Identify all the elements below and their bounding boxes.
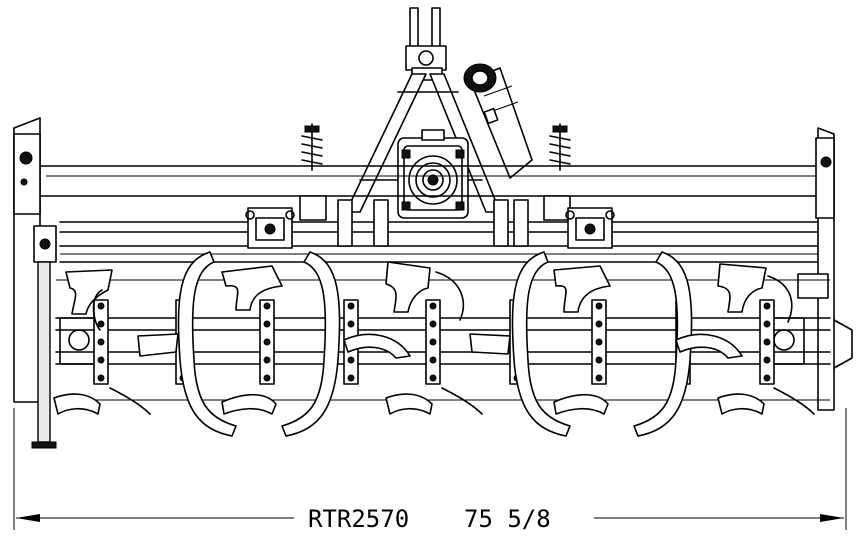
tine [109, 387, 151, 415]
tine [511, 251, 571, 437]
tines [53, 251, 815, 437]
tine [53, 393, 101, 415]
tine [633, 251, 693, 437]
hitch-bracket-right [565, 207, 615, 249]
flange [425, 299, 441, 385]
flange [259, 299, 275, 385]
left-side-panel [13, 117, 99, 449]
tine [773, 387, 815, 415]
tine [441, 387, 483, 415]
right-side-panel [763, 127, 853, 411]
gearbox [397, 129, 469, 219]
hitch-bracket-left [245, 207, 295, 249]
model-label: RTR2570 [308, 505, 409, 533]
tine [553, 265, 611, 313]
tine [137, 333, 179, 357]
tine [281, 251, 341, 437]
tine [65, 269, 113, 315]
tine [717, 393, 765, 415]
tine [385, 393, 433, 415]
tine [767, 275, 793, 323]
tine [553, 393, 609, 415]
hitch-bracket-center [337, 199, 529, 247]
width-dimension: RTR2570 75 5/8 [13, 408, 847, 533]
flange [591, 299, 607, 385]
tine [92, 289, 103, 331]
flange [759, 299, 775, 385]
tine [221, 393, 277, 415]
tine [717, 263, 767, 313]
tine [675, 333, 743, 359]
tine [177, 251, 237, 437]
flange [93, 299, 109, 385]
tine [469, 333, 511, 355]
arrowhead-right [820, 514, 844, 522]
spring-right [549, 123, 571, 171]
rotor-flanges [93, 299, 775, 385]
tine [221, 265, 283, 311]
tine [343, 333, 411, 359]
spring-left [301, 123, 323, 171]
arrowhead-left [16, 514, 40, 522]
tine [385, 261, 431, 313]
tine [435, 271, 464, 321]
pto-driveline [463, 63, 533, 179]
width-value: 75 5/8 [464, 505, 551, 533]
